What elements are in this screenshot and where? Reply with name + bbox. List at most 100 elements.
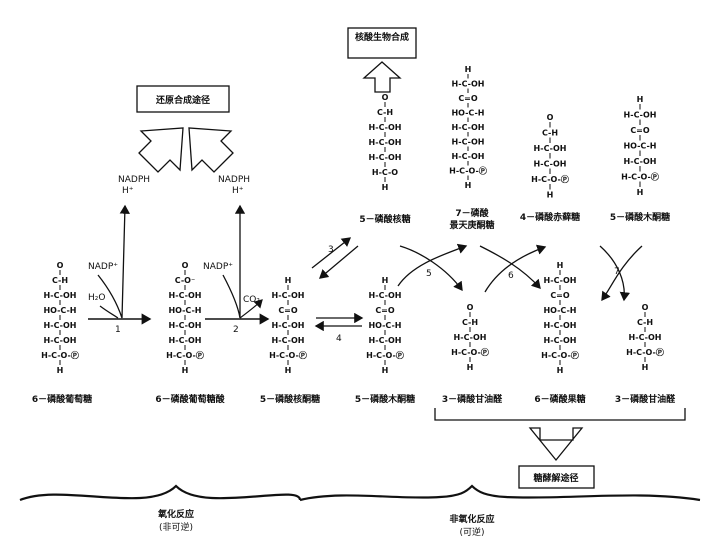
structure-line: H-C-O-Ⓟ xyxy=(541,350,579,360)
label-s7p-1: 7－磷酸 xyxy=(455,207,489,219)
structure-line: HO-C-H xyxy=(43,306,76,315)
structure-line: H-C-O-Ⓟ xyxy=(166,350,204,360)
structure-line: C-H xyxy=(637,318,653,327)
structure-g3p-a: OC-HH-C-OHH-C-O-ⓅH xyxy=(451,303,489,372)
label-r5p: 5－磷酸核糖 xyxy=(359,213,410,225)
structure-line: HO-C-H xyxy=(543,306,576,315)
structure-line: H-C-OH xyxy=(534,160,567,169)
structure-line: C=O xyxy=(550,291,570,300)
structure-line: H-C-OH xyxy=(169,291,202,300)
structure-line: H-C-O-Ⓟ xyxy=(621,172,659,182)
structure-line: C-H xyxy=(462,318,478,327)
step-1-label: 1 xyxy=(115,325,121,335)
step-3-label: 3 xyxy=(328,245,334,255)
structure-line: H-C-OH xyxy=(544,336,577,345)
label-g3p-a: 3－磷酸甘油醛 xyxy=(442,393,503,405)
reaction-arrow-3b xyxy=(319,245,359,279)
structure-line: H xyxy=(637,95,644,104)
brace-oxidative xyxy=(19,484,302,502)
reaction-6-arrows: 6 xyxy=(479,244,547,293)
glycolysis-bracket xyxy=(434,408,686,421)
structure-line: H-C-OH xyxy=(44,336,77,345)
structure-line: H xyxy=(285,276,292,285)
structure-r5p: OC-HH-C-OHH-C-OHH-C-OHH-C-OH xyxy=(369,93,402,192)
cofactor-arrow-1b xyxy=(99,305,119,319)
structure-ru5p: HH-C-OHC=OH-C-OHH-C-OHH-C-O-ⓅH xyxy=(269,276,307,375)
structure-line: H xyxy=(467,363,474,372)
structure-x5p-top: HH-C-OHC=OHO-C-HH-C-OHH-C-O-ⓅH xyxy=(621,95,659,197)
structure-line: H-C-O-Ⓟ xyxy=(531,174,569,184)
structure-line: H xyxy=(285,366,292,375)
structure-line: H-C-OH xyxy=(169,336,202,345)
structure-line: H-C-OH xyxy=(369,291,402,300)
step-5-label: 5 xyxy=(426,269,432,279)
structure-x5p: HH-C-OHC=OHO-C-HH-C-OHH-C-O-ⓅH xyxy=(366,276,404,375)
structure-line: H-C-OH xyxy=(44,291,77,300)
structure-line: H-C-OH xyxy=(624,111,657,120)
box-reductive-label: 还原合成途径 xyxy=(155,94,210,106)
structure-line: H-C-OH xyxy=(452,152,485,161)
structure-line: C-H xyxy=(542,129,558,138)
structure-line: H-C-O xyxy=(372,168,398,177)
structure-line: H-C-OH xyxy=(452,80,485,89)
structure-line: H-C-O-Ⓟ xyxy=(449,166,487,176)
structure-line: H xyxy=(642,363,649,372)
box-nucleic-label: 核酸生物合成 xyxy=(355,31,409,43)
label-x5p: 5－磷酸木酮糖 xyxy=(355,393,415,405)
structure-line: C-H xyxy=(377,108,393,117)
structure-line: H-C-OH xyxy=(272,336,305,345)
label-g3p-b: 3－磷酸甘油醛 xyxy=(615,393,676,405)
reaction-arrow-3a xyxy=(311,237,352,269)
structure-line: O xyxy=(547,113,554,122)
structure-g3p-b: OC-HH-C-OHH-C-O-ⓅH xyxy=(626,303,664,372)
hollow-arrow-glycolysis xyxy=(528,427,584,462)
brace-nonoxidative xyxy=(299,484,701,502)
hplus-label-2: H⁺ xyxy=(232,186,244,196)
structure-line: C=O xyxy=(458,94,478,103)
structure-line: O xyxy=(57,261,64,270)
hplus-label-1: H⁺ xyxy=(122,186,134,196)
label-f6p: 6－磷酸果糖 xyxy=(534,393,585,405)
step-6-label: 6 xyxy=(508,271,514,281)
structure-line: H-C-OH xyxy=(169,321,202,330)
structures: OC-HH-C-OHHO-C-HH-C-OHH-C-OHH-C-O-ⓅHOC-O… xyxy=(41,65,664,375)
structure-line: H-C-OH xyxy=(272,321,305,330)
structure-line: H xyxy=(637,188,644,197)
structure-line: O xyxy=(382,93,389,102)
structure-line: HO-C-H xyxy=(451,109,484,118)
nadp-label-1: NADP⁺ xyxy=(88,262,118,272)
structure-line: C=O xyxy=(278,306,298,315)
nadp-label-2: NADP⁺ xyxy=(203,262,233,272)
nadph-label-2: NADPH xyxy=(218,175,250,185)
label-ru5p: 5－磷酸核酮糖 xyxy=(260,393,320,405)
structure-s7p: HH-C-OHC=OHO-C-HH-C-OHH-C-OHH-C-OHH-C-O-… xyxy=(449,65,487,190)
structure-line: H xyxy=(57,366,64,375)
structure-line: HO-C-H xyxy=(368,321,401,330)
structure-line: C=O xyxy=(375,306,395,315)
co2-label: CO₂ xyxy=(243,295,260,305)
hollow-arrow-nucleic xyxy=(362,61,402,93)
label-6pg: 6－磷酸葡萄糖酸 xyxy=(155,393,225,405)
structure-e4p: OC-HH-C-OHH-C-OHH-C-O-ⓅH xyxy=(531,113,569,200)
structure-f6p: HH-C-OHC=OHO-C-HH-C-OHH-C-OHH-C-O-ⓅH xyxy=(541,261,579,375)
cofactor-arrow-1 xyxy=(97,204,130,319)
structure-line: H-C-OH xyxy=(452,138,485,147)
structure-line: H-C-OH xyxy=(544,321,577,330)
label-s7p-2: 景天庚酮糖 xyxy=(449,219,494,231)
structure-line: O xyxy=(642,303,649,312)
structure-line: H-C-OH xyxy=(369,123,402,132)
box-nucleic-synthesis: 核酸生物合成 xyxy=(347,27,417,59)
structure-line: H-C-OH xyxy=(369,138,402,147)
structure-line: H-C-O-Ⓟ xyxy=(451,347,489,357)
structure-line: H-C-OH xyxy=(369,336,402,345)
structure-line: O xyxy=(467,303,474,312)
structure-line: H xyxy=(557,366,564,375)
structure-line: H xyxy=(182,366,189,375)
structure-line: H-C-OH xyxy=(534,144,567,153)
structure-line: H-C-OH xyxy=(44,321,77,330)
structure-line: O xyxy=(182,261,189,270)
phase-nonoxidative-note: (可逆) xyxy=(459,526,484,538)
